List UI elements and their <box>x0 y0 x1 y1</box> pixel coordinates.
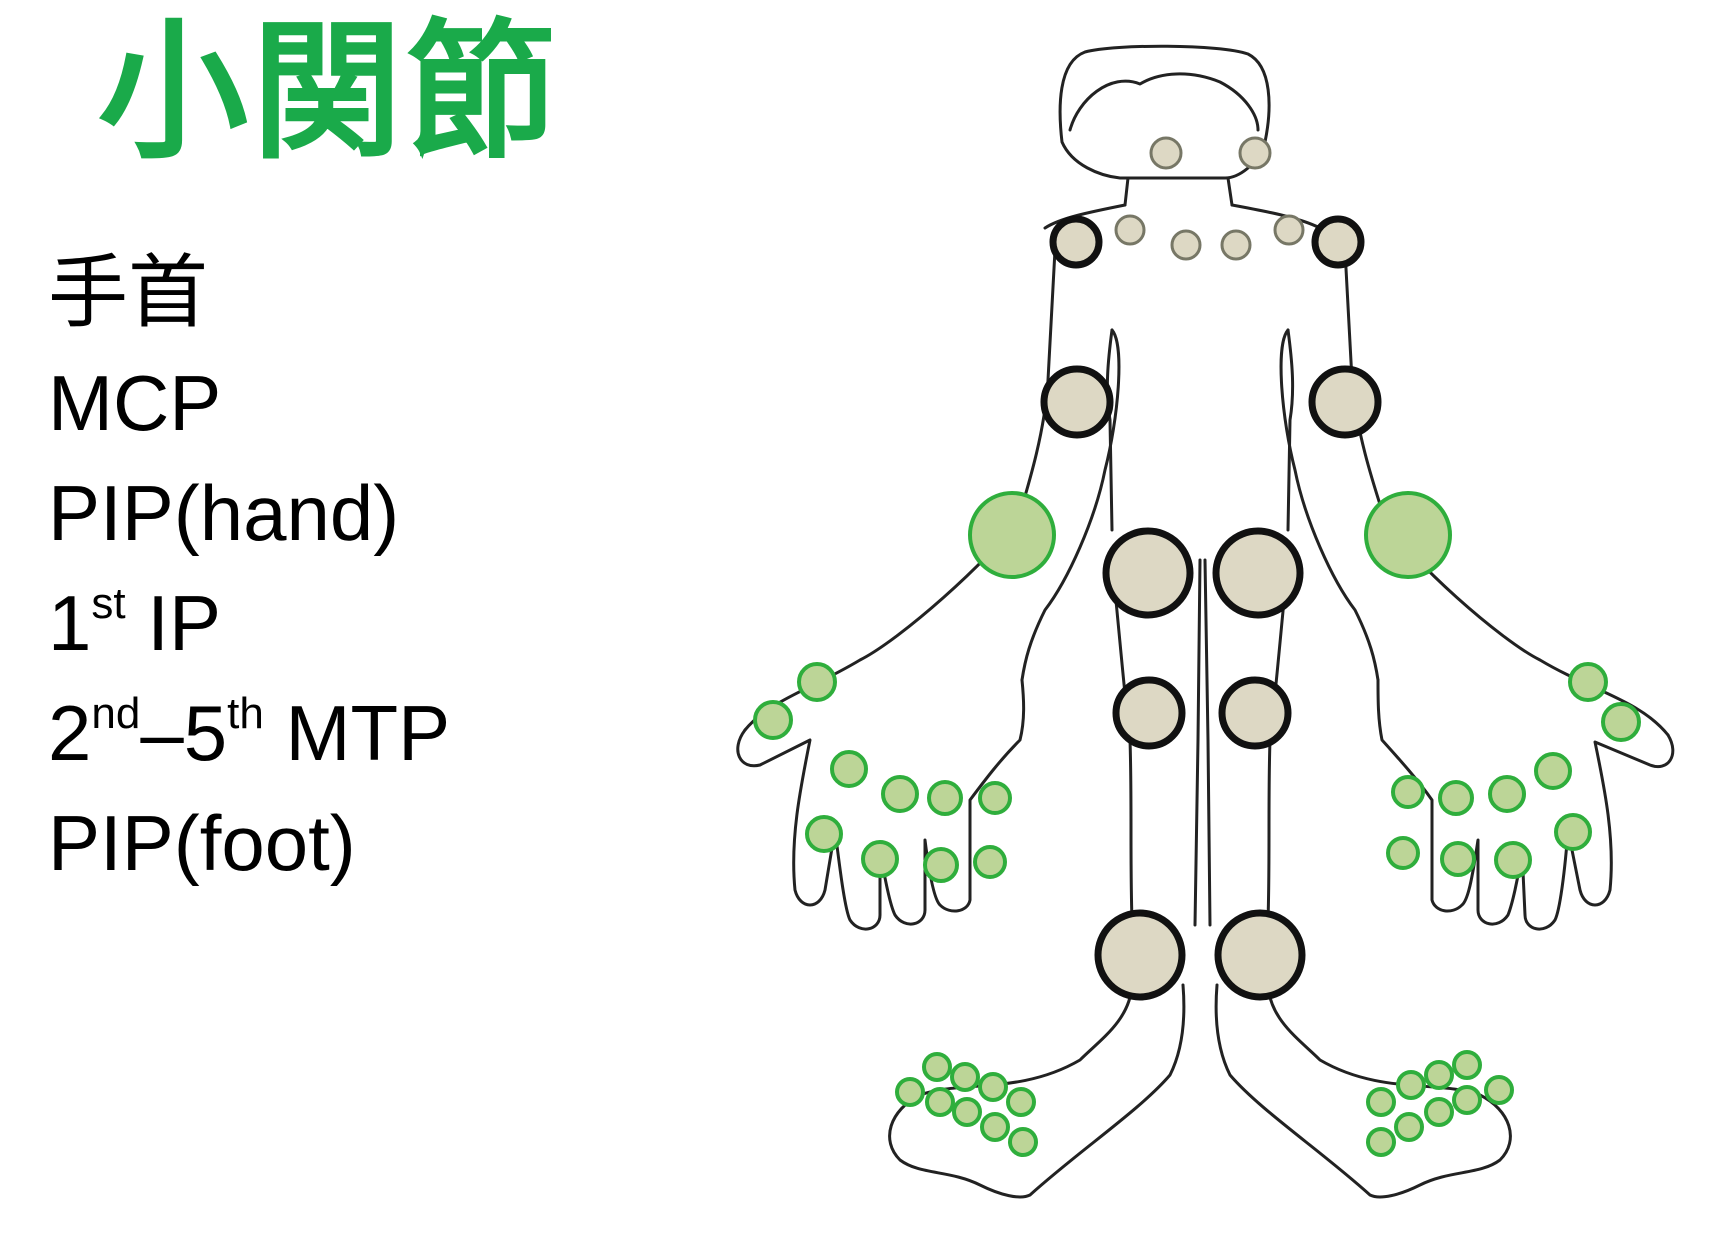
joint-foot-right <box>1484 1075 1514 1105</box>
joint-hand-right <box>1386 836 1420 870</box>
mtp-range-end: –5 <box>140 689 228 777</box>
joint-ac-left <box>1114 214 1146 246</box>
joint-hand-right <box>1601 702 1641 742</box>
joint-foot-left <box>1008 1127 1038 1157</box>
joint-ankle-left <box>1094 909 1186 1001</box>
joint-foot-left <box>922 1052 952 1082</box>
human-body-joint-diagram-icon <box>736 44 1675 1199</box>
joint-item-mcp: MCP <box>48 359 222 447</box>
joint-hand-right <box>1494 841 1532 879</box>
joint-hip-right <box>1212 527 1304 619</box>
joint-hand-right <box>1554 813 1592 851</box>
mtp-end-ordinal: th <box>227 689 264 738</box>
joint-ac-right <box>1273 214 1305 246</box>
joint-hand-right <box>1568 662 1608 702</box>
joint-foot-left <box>980 1112 1010 1142</box>
joint-hand-left <box>923 847 959 883</box>
joint-foot-left <box>952 1097 982 1127</box>
joint-hand-left <box>927 780 963 816</box>
joint-shoulder-left <box>1049 215 1103 269</box>
joint-hand-left <box>861 840 899 878</box>
joint-foot-left <box>895 1077 925 1107</box>
joint-foot-right <box>1366 1127 1396 1157</box>
mtp-label: MTP <box>263 689 451 777</box>
ip1-number: 1 <box>48 579 92 667</box>
joint-hand-left <box>830 750 868 788</box>
joint-foot-right <box>1424 1097 1454 1127</box>
joint-hand-left <box>881 775 919 813</box>
joint-elbow-right <box>1308 365 1382 439</box>
joint-wrist-left <box>968 491 1056 579</box>
slide-title: 小関節 <box>98 6 561 180</box>
joint-knee-right <box>1218 676 1292 750</box>
joint-item-pip-hand: PIP(hand) <box>48 469 400 557</box>
joint-item-mtp: 2nd–5th MTP <box>48 678 450 788</box>
joint-hand-left <box>797 662 837 702</box>
joint-foot-left <box>978 1072 1008 1102</box>
joint-hand-right <box>1440 841 1476 877</box>
joint-hand-left <box>978 781 1012 815</box>
joint-foot-right <box>1424 1060 1454 1090</box>
joint-hand-left <box>753 700 793 740</box>
joint-foot-left <box>1006 1087 1036 1117</box>
joint-hand-right <box>1488 775 1526 813</box>
joint-foot-right <box>1394 1112 1424 1142</box>
joint-sc-left <box>1170 229 1202 261</box>
joint-item-wrist: 手首 <box>48 246 208 339</box>
ip1-label: IP <box>125 579 221 667</box>
joint-foot-left <box>925 1087 955 1117</box>
joint-tmj-right <box>1238 136 1272 170</box>
mtp-start-number: 2 <box>48 689 92 777</box>
joint-elbow-left <box>1040 365 1114 439</box>
joint-shoulder-right <box>1311 215 1365 269</box>
joint-hand-right <box>1438 780 1474 816</box>
joint-hand-left <box>805 815 843 853</box>
joint-hand-right <box>1391 775 1425 809</box>
joint-item-pip-foot: PIP(foot) <box>48 799 356 887</box>
joint-wrist-right <box>1364 491 1452 579</box>
joint-knee-left <box>1112 676 1186 750</box>
joint-tmj-left <box>1149 136 1183 170</box>
mtp-start-ordinal: nd <box>91 689 141 738</box>
joint-list: 手首 MCP PIP(hand) 1st IP 2nd–5th MTP PIP(… <box>48 238 450 898</box>
joint-ankle-right <box>1214 909 1306 1001</box>
joint-item-ip1: 1st IP <box>48 568 450 678</box>
joint-foot-right <box>1452 1085 1482 1115</box>
joint-foot-right <box>1366 1087 1396 1117</box>
joint-hand-left <box>973 845 1007 879</box>
joint-hand-right <box>1534 752 1572 790</box>
ip1-ordinal: st <box>91 579 126 628</box>
joint-sc-right <box>1220 229 1252 261</box>
joint-hip-left <box>1102 527 1194 619</box>
joint-foot-left <box>950 1062 980 1092</box>
joint-foot-right <box>1396 1070 1426 1100</box>
joint-foot-right <box>1452 1050 1482 1080</box>
